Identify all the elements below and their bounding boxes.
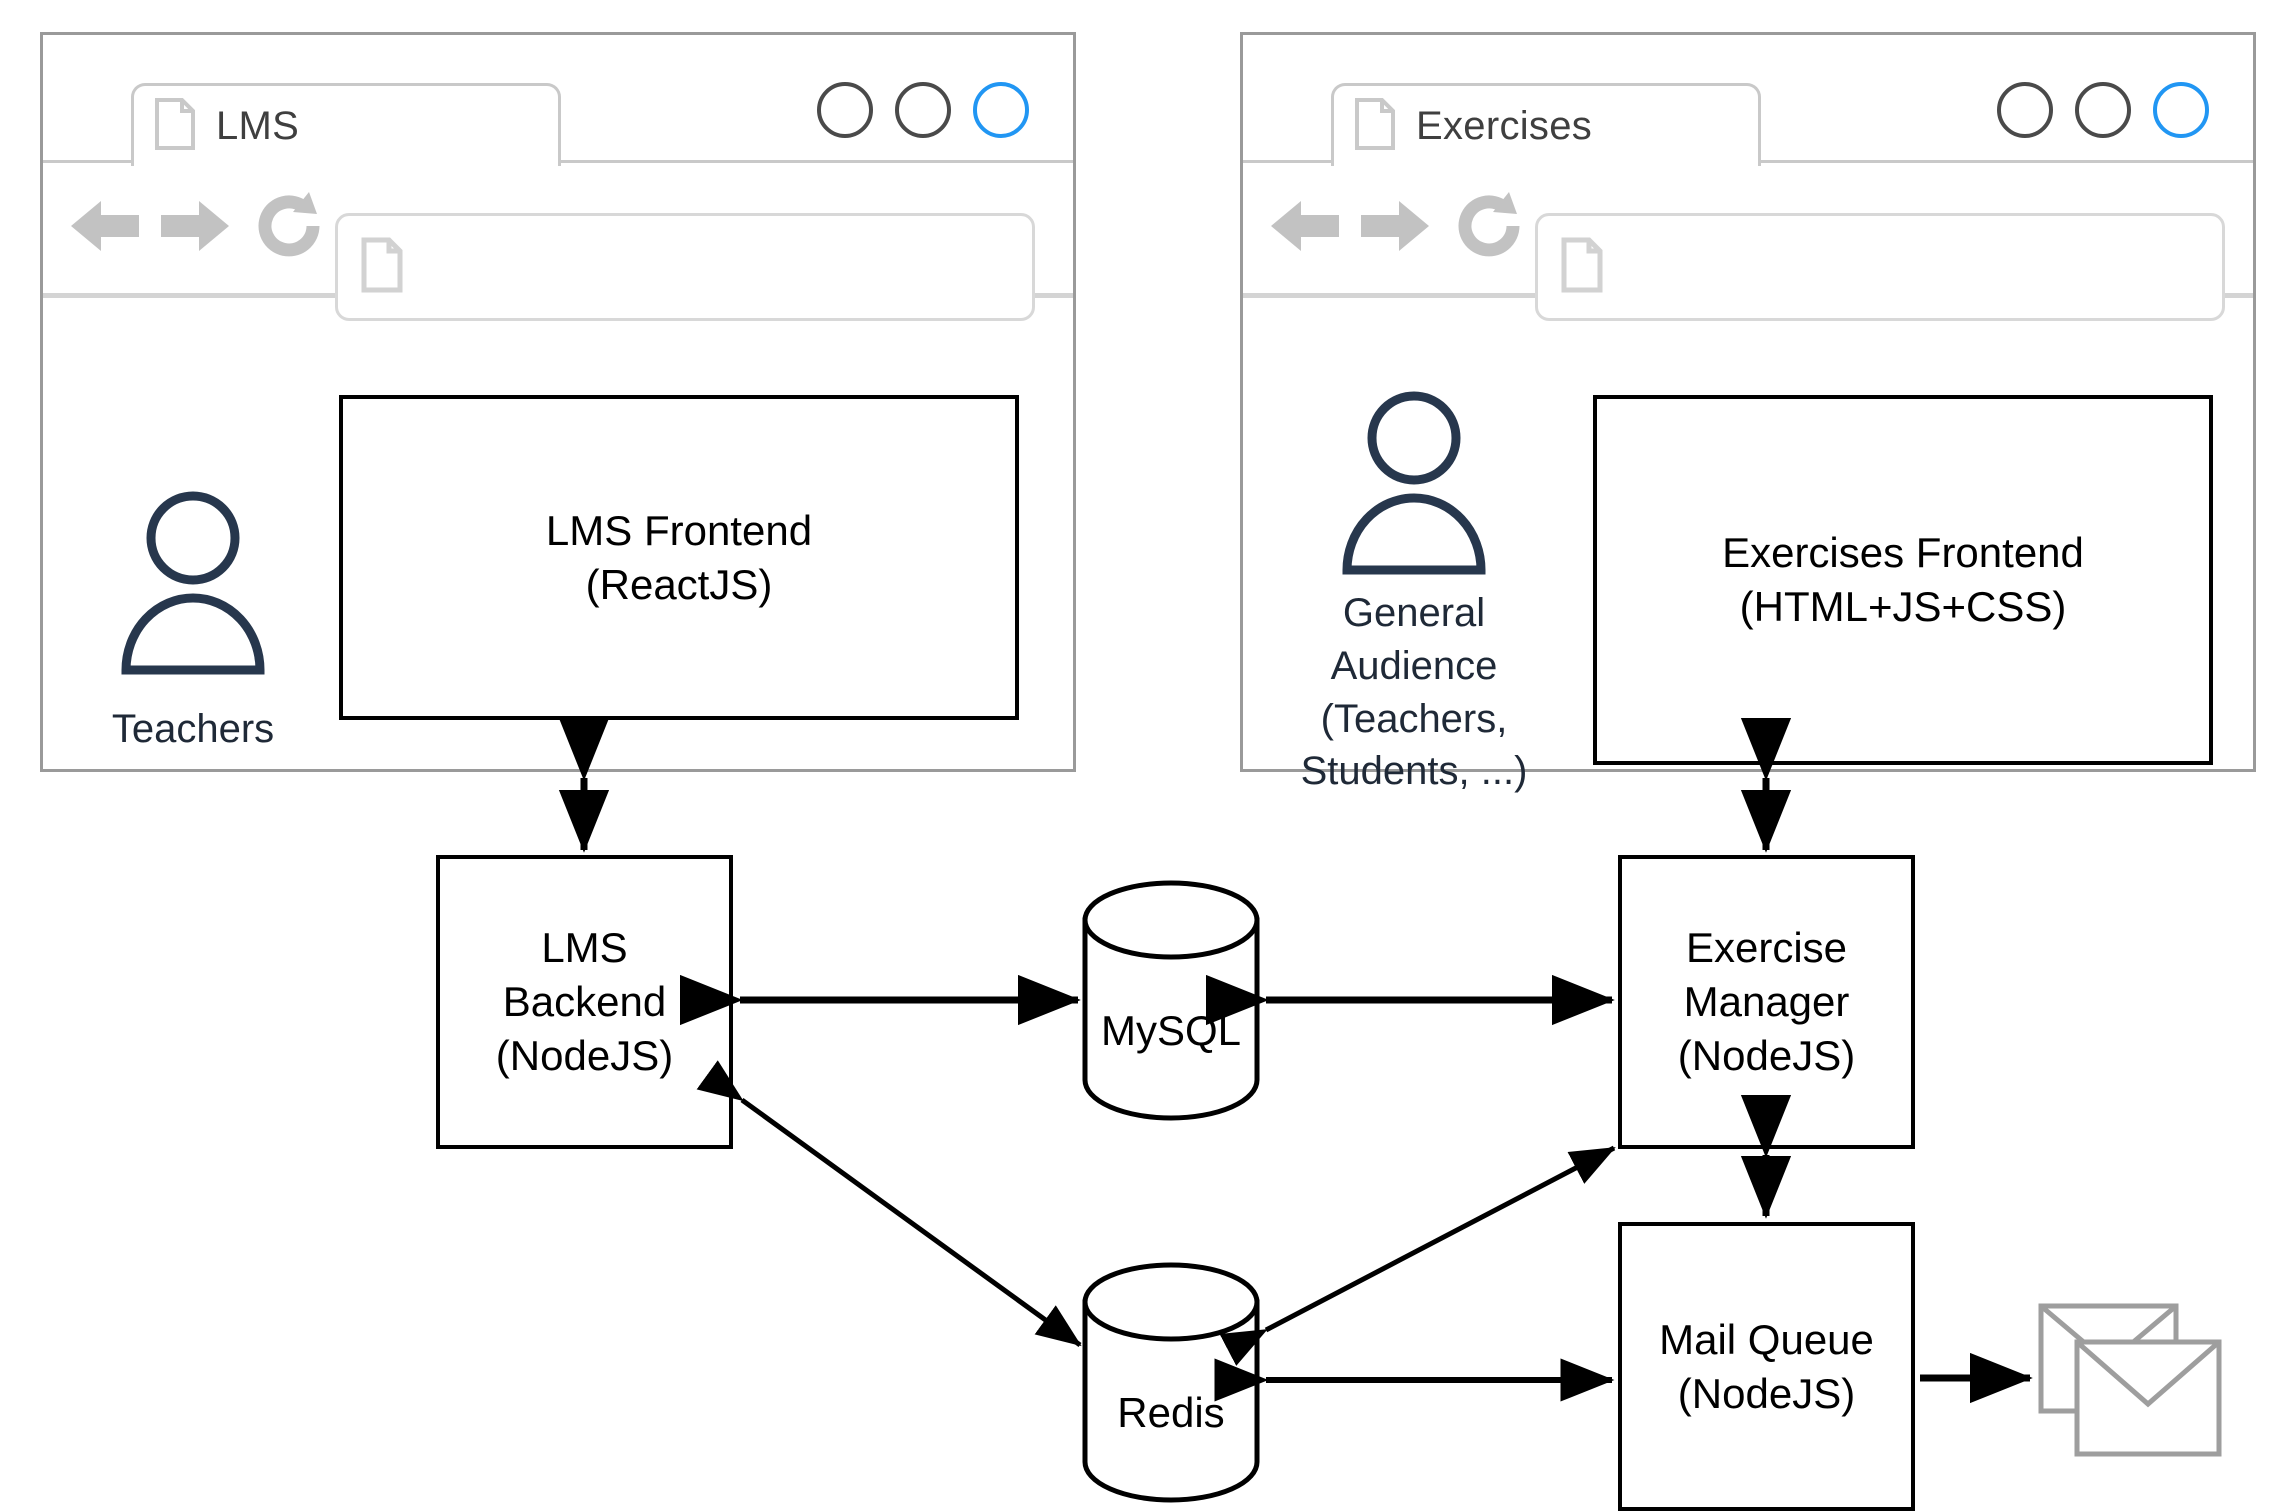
maximize-button[interactable] [2075,82,2131,138]
lms-frontend-label: LMS Frontend (ReactJS) [545,506,813,608]
document-icon [1560,236,1604,299]
tab-exercises[interactable]: Exercises [1331,83,1761,166]
mysql-label: MySQL [1100,1007,1242,1054]
exercises-actor-caption: General Audience (Teachers, Students, ..… [1300,591,1528,794]
close-button[interactable] [2153,82,2209,138]
lms-address-bar[interactable] [335,213,1035,321]
forward-arrow-icon[interactable] [157,195,233,262]
person-icon [1339,390,1489,580]
mail-queue-label: Mail Queue (NodeJS) [1659,1315,1874,1417]
forward-arrow-icon[interactable] [1357,195,1433,262]
minimize-button[interactable] [817,82,873,138]
exercises-browser-window: Exercises [1240,32,2256,793]
tab-lms[interactable]: LMS [131,83,561,166]
exercises-address-bar[interactable] [1535,213,2225,321]
lms-actor-caption: Teachers [111,707,275,751]
lms-backend-label: LMS Backend (NodeJS) [495,924,674,1079]
redis-database-node: Redis [1080,1262,1262,1507]
mail-queue-node: Mail Queue (NodeJS) [1618,1222,1915,1511]
document-icon [1354,97,1396,156]
redis-label: Redis [1117,1389,1225,1436]
maximize-button[interactable] [895,82,951,138]
back-arrow-icon[interactable] [1267,195,1343,262]
exercise-manager-label: Exercise Manager (NodeJS) [1677,924,1856,1079]
exercises-frontend-label: Exercises Frontend (HTML+JS+CSS) [1722,529,2084,630]
exercises-window-buttons [1997,82,2209,138]
envelope-stack-icon [2035,1300,2225,1470]
document-icon [154,97,196,156]
person-icon [118,490,268,680]
close-button[interactable] [973,82,1029,138]
exercises-frontend-node: Exercises Frontend (HTML+JS+CSS) [1593,395,2213,765]
lms-browser-window: LMS [40,32,1076,772]
exercise-manager-node: Exercise Manager (NodeJS) [1618,855,1915,1149]
document-icon [360,236,404,299]
lms-frontend-node: LMS Frontend (ReactJS) [339,395,1019,720]
tab-exercises-label: Exercises [1416,103,1593,148]
lms-window-buttons [817,82,1029,138]
lms-backend-node: LMS Backend (NodeJS) [436,855,733,1149]
reload-icon[interactable] [1451,188,1527,269]
tab-lms-label: LMS [216,103,300,148]
arrow-redis-to-exercise-manager [1219,1145,1616,1366]
reload-icon[interactable] [251,188,327,269]
arrow-lms-backend-to-redis [696,1060,1082,1348]
minimize-button[interactable] [1997,82,2053,138]
back-arrow-icon[interactable] [67,195,143,262]
mysql-database-node: MySQL [1080,880,1262,1125]
